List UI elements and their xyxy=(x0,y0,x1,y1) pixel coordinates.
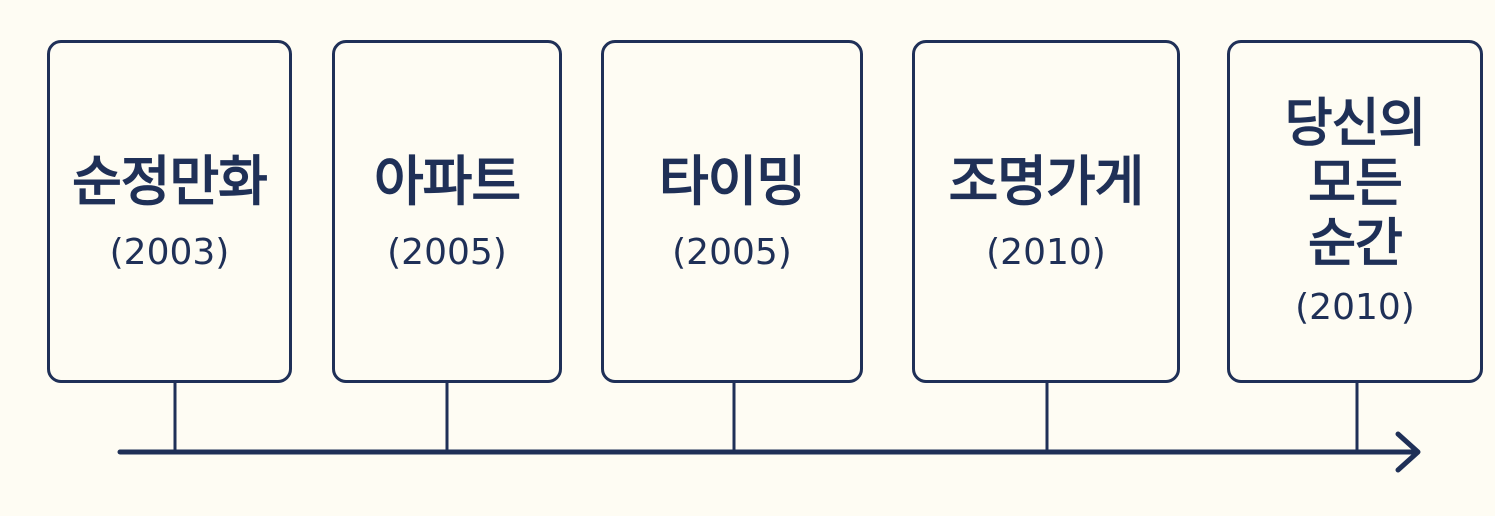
timeline-card-1: 순정만화 (2003) xyxy=(47,40,292,383)
card-title: 순정만화 xyxy=(72,149,268,213)
card-title-line-2: 모든 xyxy=(1308,154,1403,215)
card-year: (2010) xyxy=(1295,286,1415,328)
card-title: 타이밍 xyxy=(658,149,806,213)
card-title: 조명가게 xyxy=(948,149,1145,213)
card-title-line-3: 순간 xyxy=(1308,213,1403,274)
card-year: (2005) xyxy=(387,232,507,274)
timeline-card-4: 조명가게 (2010) xyxy=(912,40,1180,383)
card-title-line-1: 당신의 xyxy=(1284,94,1427,155)
timeline-card-2: 아파트 (2005) xyxy=(332,40,562,383)
timeline-card-5: 당신의 모든 순간 (2010) xyxy=(1227,40,1483,383)
arrow-right-icon xyxy=(1395,431,1421,473)
timeline-card-3: 타이밍 (2005) xyxy=(601,40,863,383)
card-year: (2010) xyxy=(986,232,1106,274)
card-year: (2005) xyxy=(672,232,792,274)
card-year: (2003) xyxy=(109,232,230,274)
card-title: 아파트 xyxy=(373,149,521,213)
